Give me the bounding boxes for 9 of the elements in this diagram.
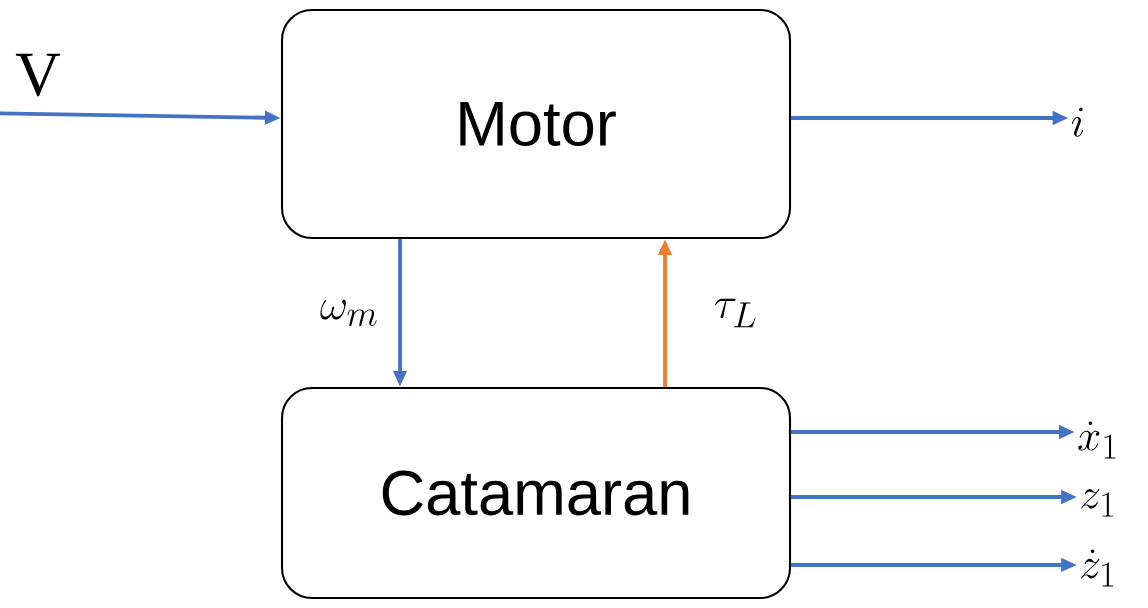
output-symbol: $\dot{x}_1$ (1078, 421, 1116, 459)
block-box: Catamaran (280, 386, 792, 600)
output-symbol: $i$ (1071, 107, 1084, 137)
block-box: Motor (280, 8, 792, 240)
edge-label: $\tau_L$ (715, 298, 756, 328)
output-symbol: $\dot{z}_1$ (1081, 549, 1114, 587)
edge-label: $\omega_m$ (320, 299, 377, 327)
input-symbol: V (15, 53, 61, 97)
output-symbol: $z_1$ (1081, 488, 1114, 517)
